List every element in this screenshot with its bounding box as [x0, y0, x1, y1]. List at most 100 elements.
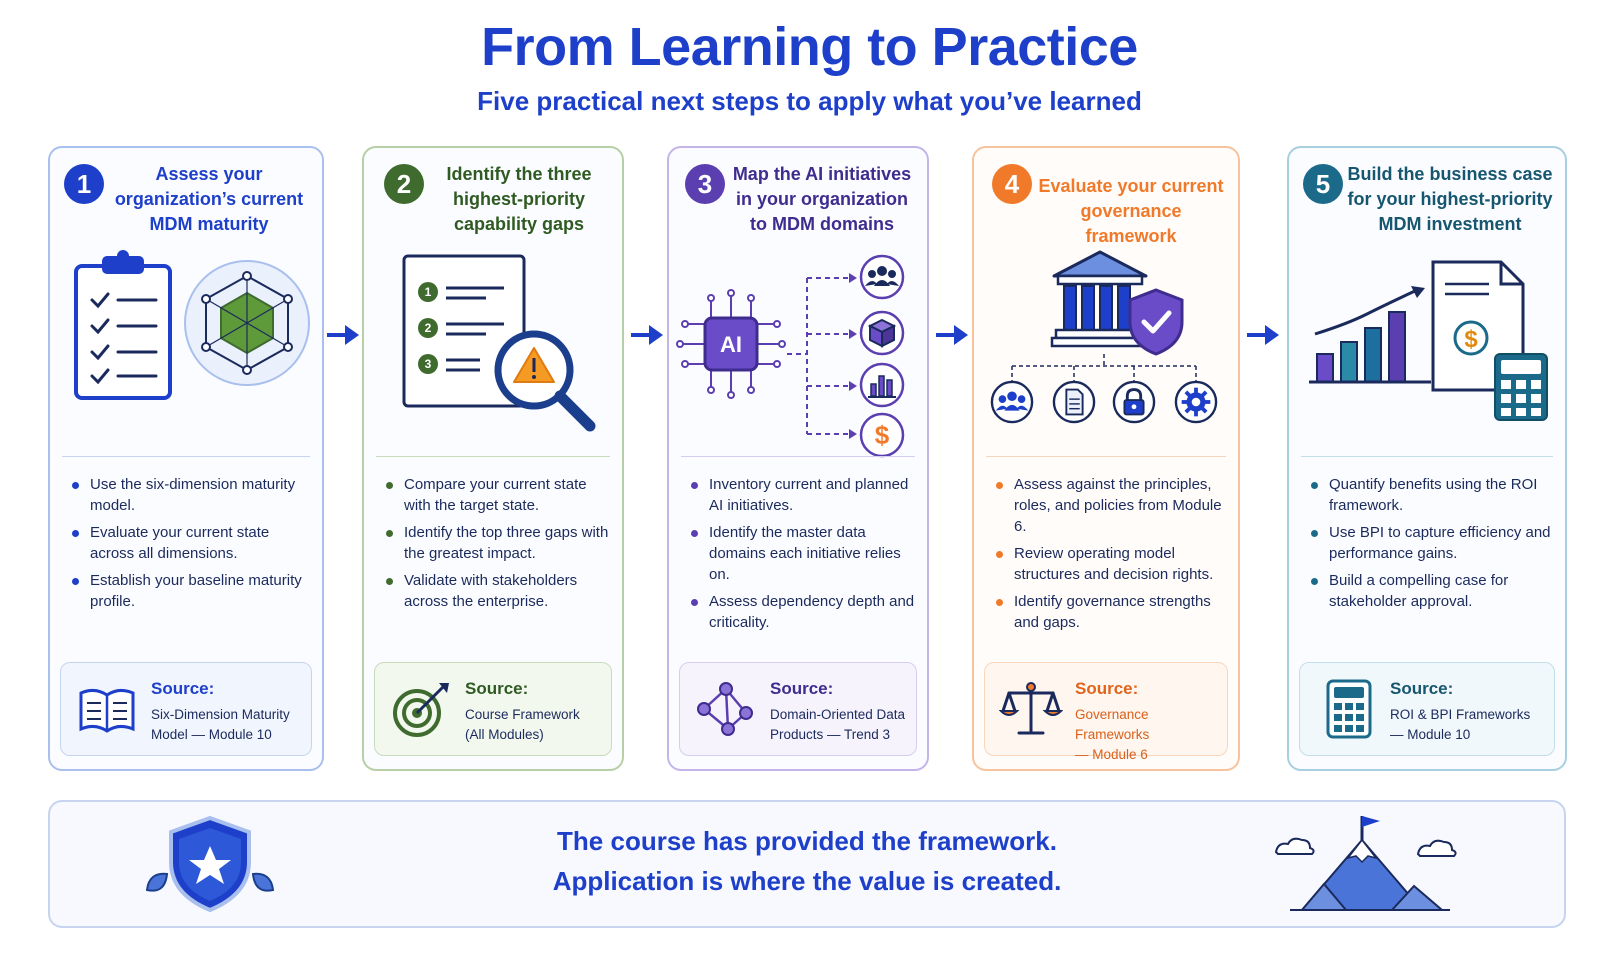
source-label: Source:: [465, 679, 529, 698]
source-box: Source: Governance Frameworks — Module 6: [984, 662, 1228, 762]
step-illustration: [974, 248, 1238, 498]
cube-icon: [859, 310, 905, 356]
gear-icon: [1174, 380, 1218, 424]
hierarchy-connectors: [1011, 354, 1197, 382]
source-box: Source: Course Framework (All Modules): [374, 662, 612, 756]
divider: [62, 456, 310, 457]
step-card-1: 1 Assess your organization’s current MDM…: [48, 146, 324, 771]
step-card-4: 4 Evaluate your current governance frame…: [972, 146, 1240, 771]
list-item: Validate with stakeholders across the en…: [384, 570, 612, 612]
step-number-badge: 2: [384, 164, 424, 204]
open-book-icon: [79, 688, 135, 733]
invoice-document-icon: $: [1431, 260, 1525, 392]
step-header: 5 Build the business case for your highe…: [1301, 162, 1553, 246]
list-item: Quantify benefits using the ROI framewor…: [1309, 474, 1555, 516]
arrow-right-icon: [936, 325, 968, 345]
warning-magnifier-icon: [494, 330, 596, 432]
list-item: Use the six-dimension maturity model.: [70, 474, 312, 516]
step-illustration: AI $: [669, 248, 927, 498]
list-item: Identify the top three gaps with the gre…: [384, 522, 612, 564]
source-box: Source: ROI & BPI Frameworks — Module 10: [1299, 662, 1555, 756]
arrow-right-icon: [327, 325, 359, 345]
banner-line-2: Application is where the value is create…: [552, 866, 1062, 896]
balance-scale-icon: [999, 682, 1063, 735]
source-label: Source:: [1075, 679, 1139, 698]
divider: [681, 456, 915, 457]
step-bullets: Assess against the principles, roles, an…: [994, 474, 1228, 639]
step-bullets: Compare your current state with the targ…: [384, 474, 612, 618]
step-title: Assess your organization’s current MDM m…: [114, 164, 304, 234]
document-icon: [1052, 380, 1096, 424]
list-number: 1: [425, 285, 432, 299]
people-icon: [990, 380, 1034, 424]
calculator-icon: [1326, 679, 1372, 739]
mountain-flag-icon: [1274, 816, 1457, 911]
list-item: Compare your current state with the targ…: [384, 474, 612, 516]
step-bullets: Use the six-dimension maturity model. Ev…: [70, 474, 312, 618]
list-number: 2: [425, 321, 432, 335]
list-item: Establish your baseline maturity profile…: [70, 570, 312, 612]
step-illustration: [50, 248, 322, 498]
source-text: Domain-Oriented Data Products — Trend 3: [770, 707, 906, 742]
lock-icon: [1112, 380, 1156, 424]
list-item: Use BPI to capture efficiency and perfor…: [1309, 522, 1555, 564]
list-item: Identify governance strengths and gaps.: [994, 591, 1228, 633]
numbered-list-document-icon: 1 2 3: [402, 254, 526, 408]
step-card-5: 5 Build the business case for your highe…: [1287, 146, 1567, 771]
source-text: Governance Frameworks — Module 6: [1075, 707, 1150, 762]
closing-banner: The course has provided the framework. A…: [48, 800, 1566, 928]
list-item: Identify the master data domains each in…: [689, 522, 917, 585]
ai-chip-icon: AI: [676, 289, 786, 399]
currency-symbol: $: [1464, 326, 1478, 353]
step-header: 1 Assess your organization’s current MDM…: [62, 162, 310, 246]
step-bullets: Inventory current and planned AI initiat…: [689, 474, 917, 639]
step-number-badge: 1: [64, 164, 104, 204]
step-illustration: 1 2 3: [364, 248, 622, 498]
source-label: Source:: [770, 679, 834, 698]
list-item: Review operating model structures and de…: [994, 543, 1228, 585]
list-item: Inventory current and planned AI initiat…: [689, 474, 917, 516]
step-card-2: 2 Identify the three highest-priority ca…: [362, 146, 624, 771]
step-card-3: 3 Map the AI initiatives in your organiz…: [667, 146, 929, 771]
list-item: Build a compelling case for stakeholder …: [1309, 570, 1555, 612]
divider: [376, 456, 610, 457]
source-text: Course Framework (All Modules): [465, 707, 580, 742]
divider: [986, 456, 1226, 457]
step-header: 4 Evaluate your current governance frame…: [986, 162, 1226, 246]
step-number-badge: 5: [1303, 164, 1343, 204]
divider: [1301, 456, 1553, 457]
chip-label: AI: [720, 332, 742, 357]
list-item: Evaluate your current state across all d…: [70, 522, 312, 564]
clipboard-checklist-icon: [74, 250, 172, 400]
source-text: Six-Dimension Maturity Model — Module 10: [151, 707, 290, 742]
step-title: Map the AI initiatives in your organizat…: [732, 164, 912, 234]
list-item: Assess against the principles, roles, an…: [994, 474, 1228, 537]
source-text: ROI & BPI Frameworks — Module 10: [1390, 707, 1531, 742]
people-icon: [859, 254, 905, 300]
source-box: Source: Domain-Oriented Data Products — …: [679, 662, 917, 756]
step-illustration: $: [1289, 248, 1565, 498]
step-bullets: Quantify benefits using the ROI framewor…: [1309, 474, 1555, 618]
step-header: 3 Map the AI initiatives in your organiz…: [681, 162, 915, 246]
target-icon: [393, 683, 449, 737]
step-title: Build the business case for your highest…: [1347, 164, 1553, 234]
shield-star-icon: [145, 815, 275, 913]
step-number-badge: 4: [992, 164, 1032, 204]
source-label: Source:: [151, 679, 215, 698]
page-subtitle: Five practical next steps to apply what …: [477, 86, 1142, 116]
government-building-icon: [1050, 250, 1150, 348]
step-header: 2 Identify the three highest-priority ca…: [376, 162, 610, 246]
hexagon-radar-icon: [184, 260, 310, 386]
currency-symbol: $: [875, 420, 890, 450]
dollar-icon: $: [859, 412, 905, 458]
arrow-right-icon: [1247, 325, 1279, 345]
step-title: Identify the three highest-priority capa…: [446, 164, 592, 234]
page-title: From Learning to Practice: [481, 17, 1138, 77]
step-title: Evaluate your current governance framewo…: [1038, 176, 1224, 246]
calculator-icon: [1494, 353, 1548, 421]
shield-check-icon: [1128, 288, 1184, 356]
list-item: Assess dependency depth and criticality.: [689, 591, 917, 633]
banner-line-1: The course has provided the framework.: [557, 826, 1057, 856]
network-nodes-icon: [697, 682, 753, 736]
source-label: Source:: [1390, 679, 1454, 698]
